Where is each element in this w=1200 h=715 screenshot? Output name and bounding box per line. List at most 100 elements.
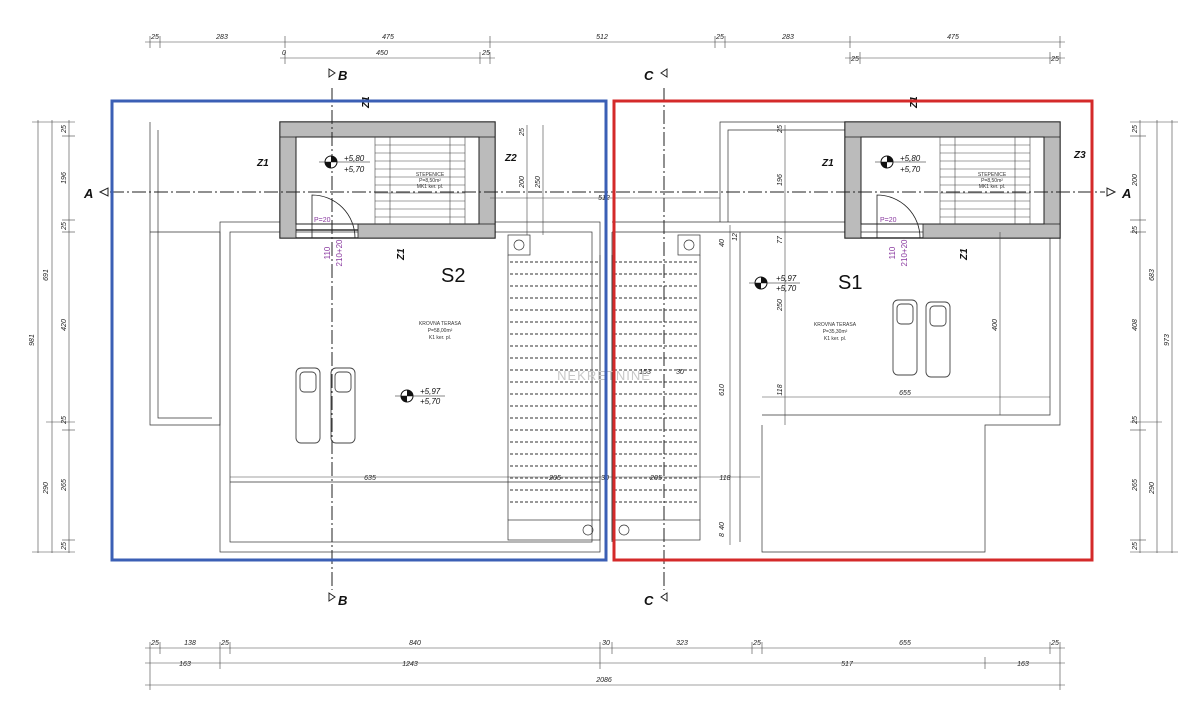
dim-right-seg-408: 408 [1132, 319, 1139, 331]
s1-stair-room [844, 121, 1061, 239]
s1-terrace-area: P=35,30m² [823, 329, 848, 335]
s1-stair-level-marker [875, 155, 926, 169]
s1-highlight-frame [612, 99, 1094, 562]
left-dimension-chain: 981 691 290 25 196 25 420 25 265 25 [29, 120, 75, 553]
s2-unit-label: S2 [441, 265, 465, 287]
dim-bottom-25c: 25 [752, 640, 761, 647]
dim-bottom-323: 323 [676, 640, 688, 647]
s1-door: P=20 [880, 217, 897, 224]
dim-int-400: 400 [992, 319, 999, 331]
dim-int-196: 196 [777, 174, 784, 186]
dim-int-8: 8 [719, 533, 726, 537]
s1-wall-tag-z1c: Z1 [959, 248, 970, 261]
dim-left-981: 981 [29, 334, 36, 346]
dim-left-seg-25d: 25 [61, 542, 68, 551]
s1-stair-name: STEPENICE [978, 172, 1007, 178]
dim-bottom-total: 2086 [595, 677, 612, 684]
s2-door-width: 110 [323, 246, 332, 259]
s1-level-top: +5,97 [776, 274, 797, 283]
s1-stair-area: P=8,50m² [981, 178, 1003, 184]
dim-left-seg-420: 420 [61, 319, 68, 331]
dim-top-475a: 475 [382, 34, 394, 41]
s1-unit-label: S1 [838, 272, 862, 294]
section-c-bottom: C [644, 593, 654, 608]
s1-stair-level-bottom: +5,70 [900, 165, 921, 174]
dim-int-205b: 205 [649, 475, 662, 482]
dim-right-seg-25d: 25 [1132, 542, 1139, 551]
dim-int-25b: 25 [777, 125, 784, 134]
s2-wall-tag-z1c: Z1 [396, 248, 407, 261]
s1-stair-finish: MK1 ker. pl. [979, 184, 1005, 190]
s2-level-marker [395, 389, 445, 403]
dim-int-30b: 30 [676, 369, 684, 376]
s2-door-height: 210+20 [335, 239, 344, 266]
dim-right-seg-25c: 25 [1132, 416, 1139, 425]
dim-top-0: 0 [282, 50, 286, 57]
dim-top-475b: 475 [947, 34, 959, 41]
dim-left-seg-25b: 25 [61, 222, 68, 231]
dim-int-635: 635 [364, 475, 376, 482]
dim-right-290: 290 [1149, 482, 1156, 495]
watermark: NEKRETNINE [557, 368, 651, 383]
section-a-left: A [83, 186, 93, 201]
dim-bottom-517: 517 [841, 661, 854, 668]
dim-bottom-163a: 163 [179, 661, 191, 668]
dim-left-seg-196: 196 [61, 172, 68, 184]
s1-labels: S1 KROVNA TERASA P=35,30m² K1 ker. pl. +… [749, 96, 1086, 342]
dim-top-25b: 25 [715, 34, 724, 41]
dim-int-512: 512 [598, 195, 610, 202]
s2-terrace-area: P=58,00m² [428, 328, 453, 334]
s2-terrace-name: KROVNA TERASA [419, 321, 462, 327]
dim-right-seg-25b: 25 [1132, 226, 1139, 235]
dim-right-seg-265: 265 [1132, 479, 1139, 492]
dim-right-973: 973 [1164, 334, 1171, 346]
dim-top-25e: 25 [1050, 56, 1059, 63]
s2-stair-name: STEPENICE [416, 172, 445, 178]
dim-right-seg-200: 200 [1132, 174, 1139, 187]
dim-bottom-30: 30 [602, 640, 610, 647]
s2-stair-area: P=8,50m² [419, 178, 441, 184]
s1-door-height: 210+20 [900, 239, 909, 266]
dim-bottom-138: 138 [184, 640, 196, 647]
dim-top-25a: 25 [150, 34, 159, 41]
s1-door-width: 110 [888, 246, 897, 259]
right-dimension-chain: 25 200 25 408 25 265 25 683 290 973 [1130, 120, 1178, 553]
s1-level-marker [749, 276, 800, 290]
dim-int-250b: 250 [777, 299, 784, 312]
dim-int-153: 153 [639, 369, 651, 376]
top-dimension-chain: 25 283 475 512 25 283 475 0 450 25 25 25 [145, 34, 1065, 64]
dim-bottom-840: 840 [409, 640, 421, 647]
s2-stair-level-bottom: +5,70 [344, 165, 365, 174]
s2-labels: S2 KROVNA TERASA P=58,00m² K1 ker. pl. +… [256, 96, 517, 406]
s1-wall-tag-z1a: Z1 [821, 158, 834, 169]
dim-int-25: 25 [519, 128, 526, 137]
bottom-dimension-chain: 25 138 25 840 30 323 25 655 25 163 1243 … [145, 640, 1065, 690]
dim-int-118: 118 [777, 384, 784, 395]
dim-top-25d: 25 [850, 56, 859, 63]
s2-sun-loungers [295, 367, 356, 444]
dim-top-512: 512 [596, 34, 608, 41]
s2-level-bottom: +5,70 [420, 397, 441, 406]
interior-dimensions: 512 200 250 25 40 12 77 250 400 610 118 … [230, 125, 1050, 545]
dim-right-683: 683 [1149, 269, 1156, 281]
dim-bottom-163b: 163 [1017, 661, 1029, 668]
s2-door: P=20 [314, 217, 331, 224]
s1-wall-tag-z3: Z3 [1073, 150, 1086, 161]
dim-int-118b: 118 [719, 475, 730, 482]
section-b-top: B [338, 68, 347, 83]
s2-highlight-frame [110, 99, 608, 562]
dim-int-200: 200 [519, 176, 526, 189]
dim-left-290: 290 [43, 482, 50, 495]
dim-bottom-1243: 1243 [402, 661, 418, 668]
dim-bottom-655: 655 [899, 640, 911, 647]
dim-int-250: 250 [535, 176, 542, 189]
dim-int-77: 77 [777, 235, 784, 244]
dim-left-seg-265: 265 [61, 479, 68, 492]
dim-int-610: 610 [719, 384, 726, 396]
s2-terrace-finish: K1 ker. pl. [429, 335, 451, 341]
dim-right-seg-25a: 25 [1132, 125, 1139, 134]
dim-int-205a: 205 [548, 475, 561, 482]
dim-top-283b: 283 [781, 34, 794, 41]
s2-wall-tag-z2: Z2 [504, 153, 517, 164]
dim-top-283a: 283 [215, 34, 228, 41]
